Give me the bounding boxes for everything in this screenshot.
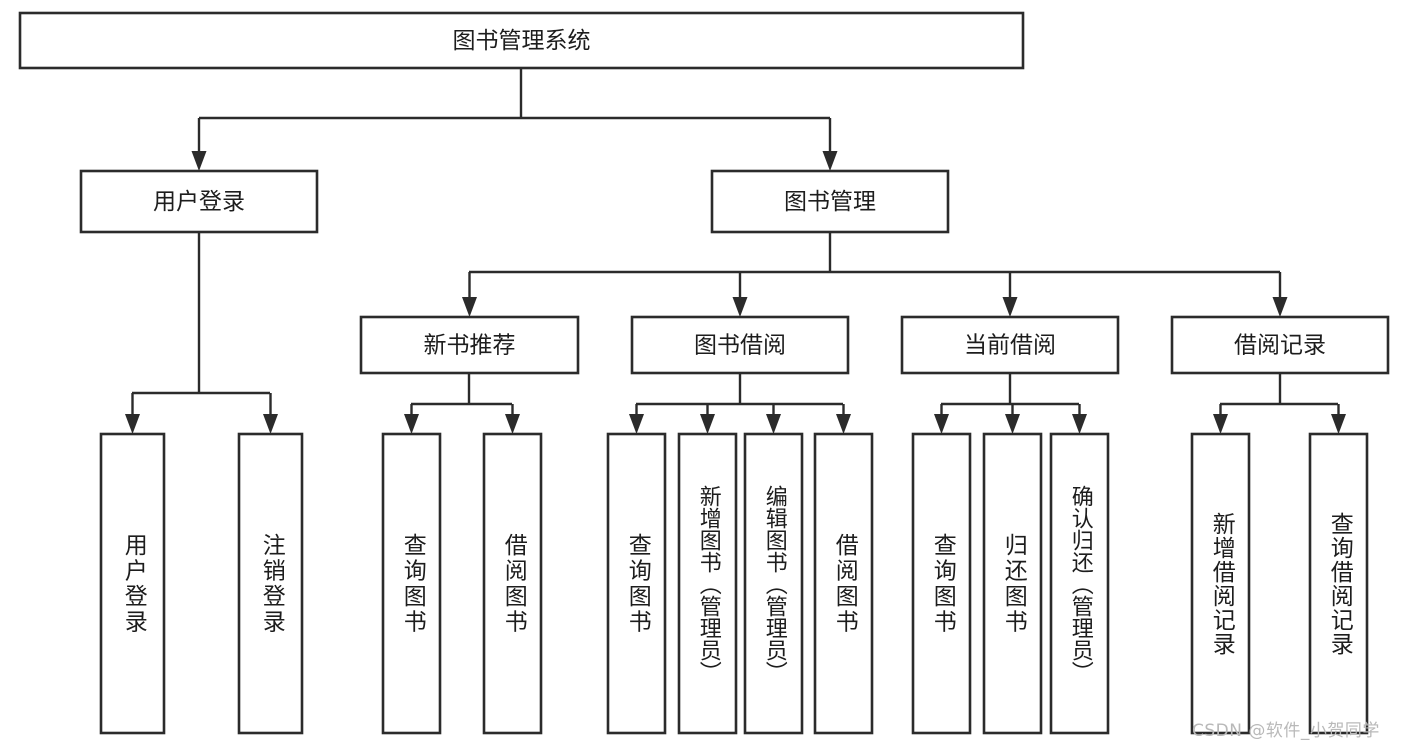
arrow-head-icon bbox=[1072, 414, 1087, 434]
node-new-book-rec[interactable] bbox=[359, 315, 580, 375]
node-box-borrow-record[interactable] bbox=[1170, 315, 1390, 375]
arrow-head-icon bbox=[1002, 297, 1018, 317]
arrow-head-icon bbox=[732, 297, 748, 317]
node-book-borrow[interactable] bbox=[630, 315, 850, 375]
node-label-current-borrow: 当前借阅 bbox=[964, 333, 1056, 359]
arrow-head-icon bbox=[822, 151, 838, 171]
node-leaf-query-book-borrow[interactable] bbox=[606, 432, 667, 735]
node-box-leaf-user-logout[interactable] bbox=[237, 432, 304, 735]
node-box-leaf-return-book[interactable] bbox=[982, 432, 1043, 735]
node-leaf-query-borrow-record[interactable] bbox=[1308, 432, 1369, 735]
connector-layer bbox=[125, 68, 1346, 434]
node-leaf-query-book-current[interactable] bbox=[911, 432, 972, 735]
arrow-head-icon bbox=[1005, 414, 1020, 434]
node-box-book-borrow[interactable] bbox=[630, 315, 850, 375]
arrow-head-icon bbox=[191, 151, 207, 171]
node-box-leaf-query-book-current[interactable] bbox=[911, 432, 972, 735]
connector-c-current-borrow-bus bbox=[934, 373, 1087, 434]
arrow-head-icon bbox=[1213, 414, 1228, 434]
node-leaf-query-book-rec[interactable] bbox=[381, 432, 442, 735]
arrow-head-icon bbox=[766, 414, 781, 434]
arrow-head-icon bbox=[1272, 297, 1288, 317]
node-label-book-manage: 图书管理 bbox=[784, 189, 876, 215]
node-leaf-confirm-return-admin[interactable] bbox=[1049, 432, 1110, 735]
node-box-leaf-query-borrow-record[interactable] bbox=[1308, 432, 1369, 735]
node-label-book-borrow: 图书借阅 bbox=[694, 333, 786, 359]
node-label-user-login: 用户登录 bbox=[153, 189, 245, 215]
node-leaf-edit-book-admin[interactable] bbox=[743, 432, 804, 735]
node-box-leaf-query-book-borrow[interactable] bbox=[606, 432, 667, 735]
node-leaf-borrow-book[interactable] bbox=[813, 432, 874, 735]
node-leaf-return-book[interactable] bbox=[982, 432, 1043, 735]
connector-c-borrow-record-bus bbox=[1213, 373, 1346, 434]
arrow-head-icon bbox=[404, 414, 419, 434]
node-box-leaf-borrow-book[interactable] bbox=[813, 432, 874, 735]
node-box-root[interactable] bbox=[18, 11, 1025, 70]
connector-c-root-bus bbox=[191, 68, 838, 171]
node-leaf-borrow-book-rec[interactable] bbox=[482, 432, 543, 735]
node-box-current-borrow[interactable] bbox=[900, 315, 1120, 375]
arrow-head-icon bbox=[263, 414, 278, 434]
arrow-head-icon bbox=[505, 414, 520, 434]
arrow-head-icon bbox=[462, 297, 477, 317]
connector-c-user-login-bus bbox=[125, 232, 278, 434]
csdn-watermark: CSDN @软件_小贺同学 bbox=[1192, 721, 1380, 741]
arrow-head-icon bbox=[1331, 414, 1346, 434]
node-leaf-add-book-admin[interactable] bbox=[677, 432, 738, 735]
node-box-leaf-add-borrow-record[interactable] bbox=[1190, 432, 1251, 735]
arrow-head-icon bbox=[700, 414, 715, 434]
connector-c-book-borrow-bus bbox=[629, 373, 851, 434]
arrow-head-icon bbox=[836, 414, 851, 434]
node-box-leaf-user-login[interactable] bbox=[99, 432, 166, 735]
node-box-layer bbox=[18, 11, 1390, 735]
node-box-new-book-rec[interactable] bbox=[359, 315, 580, 375]
node-box-user-login[interactable] bbox=[79, 169, 319, 234]
node-leaf-user-logout[interactable] bbox=[237, 432, 304, 735]
arrow-head-icon bbox=[629, 414, 644, 434]
node-label-borrow-record: 借阅记录 bbox=[1234, 333, 1326, 359]
node-leaf-user-login[interactable] bbox=[99, 432, 166, 735]
node-book-manage[interactable] bbox=[710, 169, 950, 234]
node-current-borrow[interactable] bbox=[900, 315, 1120, 375]
node-label-new-book-rec: 新书推荐 bbox=[424, 333, 516, 359]
node-box-leaf-edit-book-admin[interactable] bbox=[743, 432, 804, 735]
node-box-leaf-query-book-rec[interactable] bbox=[381, 432, 442, 735]
arrow-head-icon bbox=[934, 414, 949, 434]
node-root[interactable] bbox=[18, 11, 1025, 70]
node-leaf-add-borrow-record[interactable] bbox=[1190, 432, 1251, 735]
node-box-leaf-add-book-admin[interactable] bbox=[677, 432, 738, 735]
arrow-head-icon bbox=[125, 414, 140, 434]
node-box-leaf-borrow-book-rec[interactable] bbox=[482, 432, 543, 735]
node-user-login[interactable] bbox=[79, 169, 319, 234]
node-label-root: 图书管理系统 bbox=[453, 28, 591, 54]
connector-c-new-book-rec-bus bbox=[404, 373, 520, 434]
node-box-leaf-confirm-return-admin[interactable] bbox=[1049, 432, 1110, 735]
node-borrow-record[interactable] bbox=[1170, 315, 1390, 375]
node-box-book-manage[interactable] bbox=[710, 169, 950, 234]
connector-c-book-manage-bus bbox=[462, 232, 1288, 317]
